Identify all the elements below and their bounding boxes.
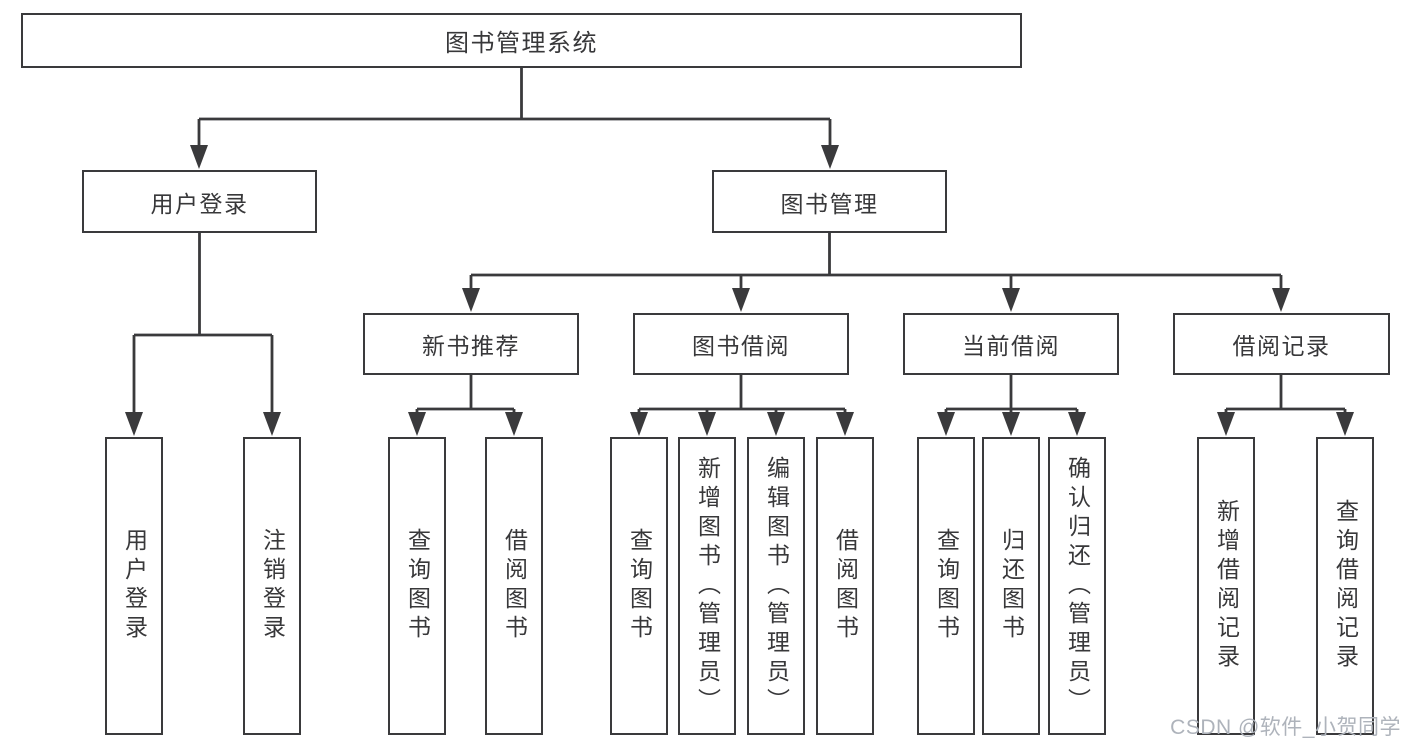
leaf-borrow-books-borrowing: 借阅图书 bbox=[816, 437, 874, 735]
arrowhead bbox=[505, 412, 523, 436]
node-borrowing-records: 借阅记录 bbox=[1173, 313, 1390, 375]
leaf-return-books: 归还图书 bbox=[982, 437, 1040, 735]
arrowhead bbox=[1002, 288, 1020, 312]
leaf-label: 借阅图书 bbox=[501, 528, 528, 644]
leaf-label: 查询借阅记录 bbox=[1332, 499, 1359, 673]
leaf-confirm-return-admin: 确认归还（管理员） bbox=[1048, 437, 1106, 735]
leaf-query-borrow-record: 查询借阅记录 bbox=[1316, 437, 1374, 735]
arrowhead bbox=[190, 145, 208, 169]
leaf-label: 编辑图书（管理员） bbox=[763, 455, 790, 717]
arrowhead bbox=[1217, 412, 1235, 436]
leaf-label: 查询图书 bbox=[404, 528, 431, 644]
arrowhead bbox=[732, 288, 750, 312]
leaf-label: 借阅图书 bbox=[832, 528, 859, 644]
arrowhead bbox=[408, 412, 426, 436]
arrowhead bbox=[937, 412, 955, 436]
leaf-label: 新增图书（管理员） bbox=[694, 455, 721, 717]
leaf-query-books-borrowing: 查询图书 bbox=[610, 437, 668, 735]
leaf-user-login: 用户登录 bbox=[105, 437, 163, 735]
arrowhead bbox=[462, 288, 480, 312]
leaf-add-book-admin: 新增图书（管理员） bbox=[678, 437, 736, 735]
arrowhead bbox=[836, 412, 854, 436]
leaf-edit-book-admin: 编辑图书（管理员） bbox=[747, 437, 805, 735]
leaf-label: 查询图书 bbox=[933, 528, 960, 644]
arrowhead bbox=[1002, 412, 1020, 436]
leaf-label: 查询图书 bbox=[626, 528, 653, 644]
leaf-label: 归还图书 bbox=[998, 528, 1025, 644]
arrowhead bbox=[630, 412, 648, 436]
node-user-login: 用户登录 bbox=[82, 170, 317, 233]
arrowhead bbox=[125, 412, 143, 436]
leaf-label: 用户登录 bbox=[121, 528, 148, 644]
leaf-label: 新增借阅记录 bbox=[1213, 499, 1240, 673]
node-book-borrowing: 图书借阅 bbox=[633, 313, 849, 375]
leaf-query-books-current: 查询图书 bbox=[917, 437, 975, 735]
node-new-book-recommend: 新书推荐 bbox=[363, 313, 579, 375]
node-current-borrowing: 当前借阅 bbox=[903, 313, 1119, 375]
leaf-add-borrow-record: 新增借阅记录 bbox=[1197, 437, 1255, 735]
leaf-label: 确认归还（管理员） bbox=[1064, 455, 1091, 717]
leaf-logout: 注销登录 bbox=[243, 437, 301, 735]
leaf-query-books-recommend: 查询图书 bbox=[388, 437, 446, 735]
arrowhead bbox=[698, 412, 716, 436]
arrowhead bbox=[1068, 412, 1086, 436]
arrowhead bbox=[263, 412, 281, 436]
arrowhead bbox=[1272, 288, 1290, 312]
leaf-label: 注销登录 bbox=[259, 528, 286, 644]
node-library-management-system: 图书管理系统 bbox=[21, 13, 1022, 68]
watermark-text: CSDN @软件_小贺同学 bbox=[1170, 716, 1401, 739]
node-book-management: 图书管理 bbox=[712, 170, 947, 233]
arrowhead bbox=[767, 412, 785, 436]
arrowhead bbox=[1336, 412, 1354, 436]
arrowhead bbox=[821, 145, 839, 169]
leaf-borrow-books-recommend: 借阅图书 bbox=[485, 437, 543, 735]
